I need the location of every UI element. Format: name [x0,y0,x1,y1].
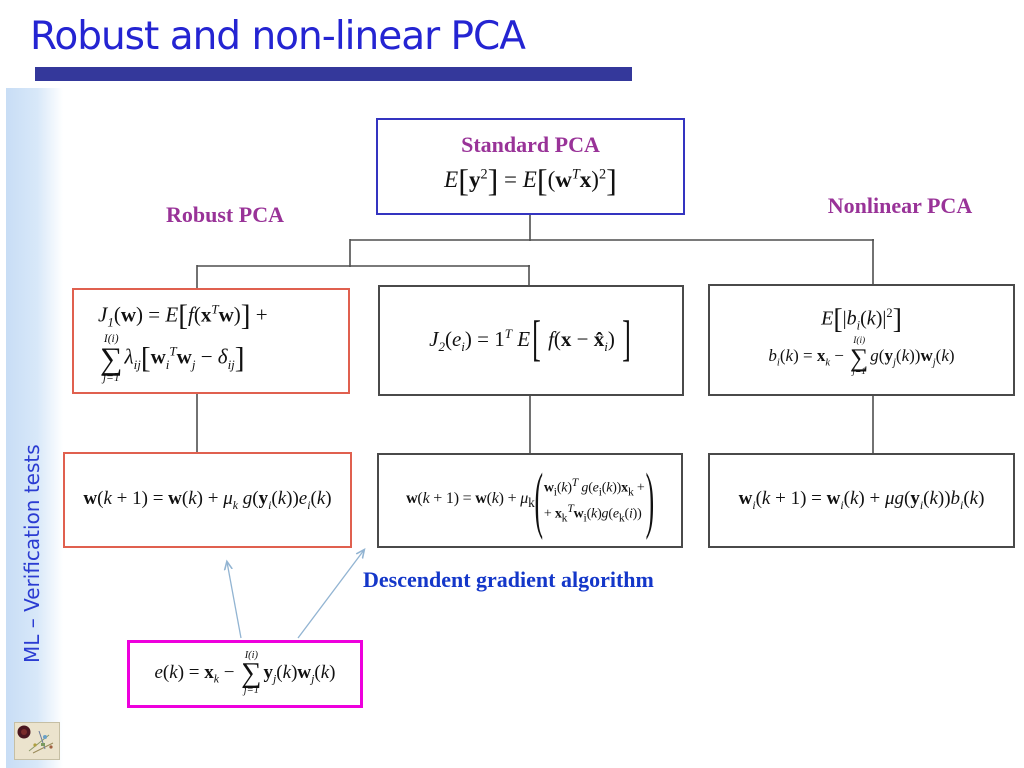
middle-update-row1: wi(k)T g(ei(k))xk + [543,476,645,499]
right-parenthesis: ) [645,457,655,542]
painting-art [17,725,54,754]
robust-pca-label: Robust PCA [166,202,284,227]
middle-update-head: w(k + 1) = w(k) + μk [406,489,535,511]
middle-update-row2: + xkTwi(k)g(ek(i)) [543,501,642,524]
slide-title: Robust and non-linear PCA [30,14,526,59]
j2-cost-function-box: J2(ei) = 1T E[ f(x − x̂i) ] [378,285,684,396]
middle-update-formula: w(k + 1) = w(k) + μk ( wi(k)T g(ei(k))xk… [406,457,654,541]
left-parenthesis: ( [534,457,544,542]
descendent-gradient-label: Descendent gradient algorithm [363,567,654,592]
sidebar-strip [6,88,63,768]
nonlinear-pca-label: Nonlinear PCA [827,193,973,218]
decorative-painting-thumbnail [14,722,60,760]
nonlinear-update-formula: wi(k + 1) = wi(k) + μg(yi(k))bi(k) [738,488,985,513]
robust-update-rule-box: w(k + 1) = w(k) + μk g(yi(k))ei(k) [63,452,352,548]
nonlinear-formula-line1: E[|bi(k)|2] [821,304,902,336]
error-formula-arrows [227,550,364,639]
standard-pca-formula: E[y2] = E[(wTx)2] [444,162,617,199]
tree-connector-lines [196,215,874,455]
nonlinear-update-rule-box: wi(k + 1) = wi(k) + μg(yi(k))bi(k) [708,453,1015,548]
standard-pca-box: Standard PCA E[y2] = E[(wTx)2] [376,118,685,215]
middle-update-rule-box: w(k + 1) = w(k) + μk ( wi(k)T g(ei(k))xk… [377,453,683,548]
middle-update-stacked-terms: wi(k)T g(ei(k))xk + + xkTwi(k)g(ek(i)) [544,475,645,525]
j1-formula-line1: J1(w) = E[f(xTw)] + [98,299,268,332]
robust-update-formula: w(k + 1) = w(k) + μk g(yi(k))ei(k) [83,487,332,512]
title-underline-bar [35,67,632,81]
standard-pca-title: Standard PCA [461,132,600,158]
j2-formula: J2(ei) = 1T E[ f(x − x̂i) ] [429,311,631,367]
